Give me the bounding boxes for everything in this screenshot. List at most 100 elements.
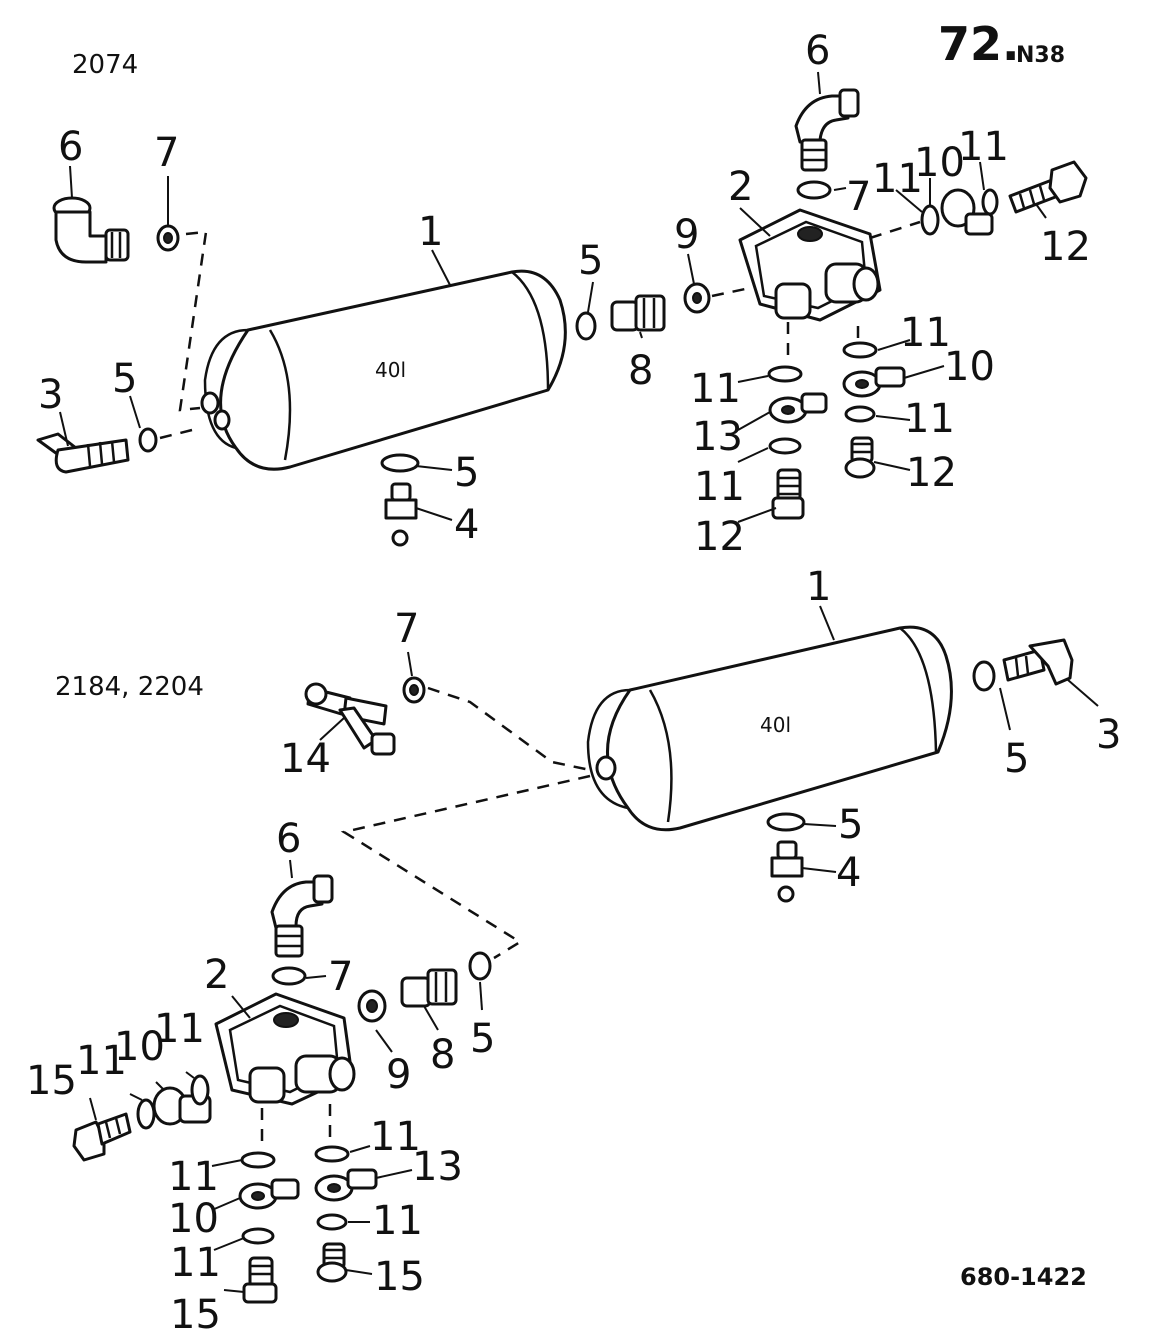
callout-15: 15 (374, 1254, 425, 1300)
banjo-bolt-15-stack-left (242, 1256, 278, 1304)
valve-block-top (738, 208, 921, 322)
callout-6: 6 (58, 124, 83, 170)
callout-9: 9 (674, 212, 699, 258)
dashed-line-drain-top (159, 426, 201, 440)
callout-3: 3 (1096, 712, 1121, 758)
callout-7: 7 (154, 130, 179, 176)
washer-5-right-top (575, 311, 597, 341)
union-fitting-8-bottom (400, 968, 458, 1008)
washer-7-top-right (796, 180, 832, 200)
washer-5-bottom-top (380, 453, 420, 473)
callout-11: 11 (872, 156, 923, 202)
washer-11-stack-bottom-right-b (316, 1213, 348, 1231)
callout-6: 6 (276, 816, 301, 862)
model-label-bottom: 2184, 2204 (55, 672, 204, 702)
callout-7: 7 (328, 954, 353, 1000)
leader-lines-bottom (89, 605, 1099, 1293)
washer-11-stack-bottom-left-a (240, 1151, 276, 1169)
callout-5: 5 (838, 802, 863, 848)
callout-8: 8 (628, 348, 653, 394)
callout-13: 13 (692, 414, 743, 460)
tank-capacity-label-top: 40l (375, 358, 406, 382)
dashed-line-valve-top (711, 286, 751, 298)
callout-10: 10 (914, 140, 965, 186)
callout-11: 11 (168, 1154, 219, 1200)
callout-12: 12 (1040, 224, 1091, 270)
banjo-fitting-10-stack-bottom (238, 1178, 300, 1210)
callout-1: 1 (418, 209, 443, 255)
callout-10: 10 (168, 1196, 219, 1242)
callout-5: 5 (454, 450, 479, 496)
elbow-fitting-top-right (794, 88, 860, 172)
drain-plug-4-bottom (770, 840, 804, 903)
callouts-top: 1 2 3 4 5 5 5 6 6 7 7 8 9 10 10 11 11 11… (38, 28, 1091, 560)
washer-5-right-bottom (972, 660, 996, 692)
washer-11-stack-bottom-left-b (241, 1227, 275, 1245)
callout-2: 2 (204, 952, 229, 998)
washer-5-mid-bottom (468, 951, 492, 981)
callout-12: 12 (906, 450, 957, 496)
callout-10: 10 (944, 344, 995, 390)
callout-11: 11 (900, 310, 951, 356)
banjo-fitting-10-stack-right (842, 366, 906, 398)
callout-5: 5 (578, 238, 603, 284)
callout-15: 15 (26, 1058, 77, 1104)
washer-11-stack-left-a (767, 365, 803, 383)
tank-capacity-label-bottom: 40l (760, 713, 791, 737)
washer-11-stack-right-b (844, 405, 876, 423)
page-number: 72. (938, 17, 1020, 71)
washer-11-right-top-a (920, 204, 940, 236)
callout-12: 12 (694, 514, 745, 560)
washer-7-bottom (271, 966, 307, 986)
washer-11-left-bottom-a (136, 1098, 156, 1130)
dashed-line-valve-bottom (340, 774, 591, 960)
dashed-line-elbow-top (178, 230, 208, 412)
valve-block-bottom (214, 992, 356, 1106)
callout-11: 11 (904, 396, 955, 442)
banjo-bolt-12-stack-left (771, 468, 805, 520)
callout-1: 1 (806, 564, 831, 610)
washer-11-left-bottom-b (190, 1074, 210, 1106)
leader-lines-top (59, 71, 1047, 523)
banjo-fitting-13-top (768, 392, 828, 424)
banjo-bolt-15-stack-right (316, 1242, 348, 1283)
dashed-line-tee (427, 686, 591, 772)
drain-plug-4-top (384, 482, 418, 547)
washer-11-stack-bottom-right-a (314, 1145, 350, 1163)
callout-11: 11 (370, 1114, 421, 1160)
callout-5: 5 (1004, 736, 1029, 782)
callout-7: 7 (394, 606, 419, 652)
t-fitting-14 (304, 682, 396, 756)
callout-11: 11 (372, 1198, 423, 1244)
callout-11: 11 (690, 366, 741, 412)
elbow-fitting-bottom (270, 874, 334, 958)
washer-5-bottom-bottom (766, 812, 806, 832)
drawing-number: 680-1422 (960, 1263, 1087, 1291)
callout-2: 2 (728, 164, 753, 210)
page-number-suffix: N38 (1016, 43, 1065, 68)
callout-14: 14 (280, 736, 331, 782)
elbow-fitting-top-left (52, 196, 130, 264)
callout-11: 11 (76, 1038, 127, 1084)
callout-5: 5 (470, 1016, 495, 1062)
callout-5: 5 (112, 356, 137, 402)
air-tank-bottom: 40l (586, 625, 953, 832)
washer-11-stack-left-b (768, 437, 802, 455)
callout-11: 11 (958, 124, 1009, 170)
banjo-fitting-10-top-right (940, 188, 994, 236)
top-assembly: 40l (36, 28, 1091, 560)
callout-11: 11 (694, 464, 745, 510)
callout-4: 4 (454, 502, 479, 548)
callout-11: 11 (154, 1006, 205, 1052)
callout-6: 6 (805, 28, 830, 74)
banjo-fitting-13-bottom (314, 1168, 378, 1202)
callout-13: 13 (412, 1144, 463, 1190)
washer-5-left-top (138, 427, 158, 453)
drain-valve-bottom (1002, 638, 1074, 686)
callout-3: 3 (38, 372, 63, 418)
bottom-assembly: 40l (26, 564, 1121, 1338)
callout-4: 4 (836, 850, 861, 896)
banjo-bolt-15-left (72, 1112, 132, 1162)
